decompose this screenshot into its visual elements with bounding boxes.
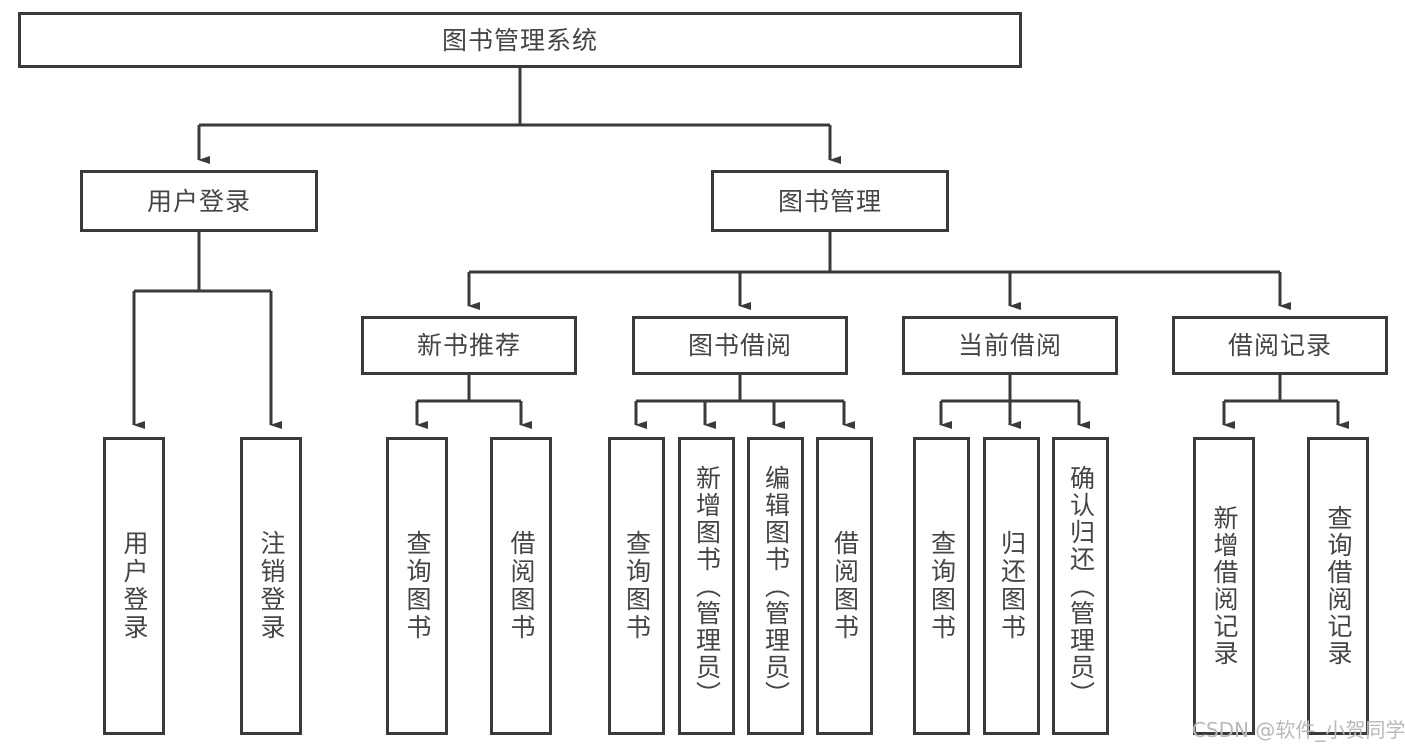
leaf-borrow-book-1-label: 借阅图书 xyxy=(507,530,536,642)
leaf-query-book-2-label: 查询图书 xyxy=(622,530,652,642)
leaf-query-book-1-label: 查询图书 xyxy=(403,530,432,642)
leaf-edit-book[interactable]: 编辑图书（管理员） xyxy=(747,437,804,735)
csdn-watermark: CSDN @软件_小贺同学 xyxy=(1192,718,1405,742)
leaf-edit-book-label: 编辑图书（管理员） xyxy=(761,464,791,708)
node-current-borrow-label: 当前借阅 xyxy=(957,331,1062,360)
leaf-user-login-label: 用户登录 xyxy=(120,530,149,642)
leaf-borrow-book-2[interactable]: 借阅图书 xyxy=(816,437,873,735)
leaf-borrow-book-2-label: 借阅图书 xyxy=(830,530,860,642)
leaf-user-logout-label: 注销登录 xyxy=(257,530,286,642)
leaf-query-book-2[interactable]: 查询图书 xyxy=(608,437,665,735)
node-book-borrow-label: 图书借阅 xyxy=(687,331,792,360)
leaf-query-book-3-label: 查询图书 xyxy=(927,530,957,642)
leaf-add-record-label: 新增借阅记录 xyxy=(1210,505,1239,667)
node-root-label: 图书管理系统 xyxy=(441,25,598,55)
leaf-query-record-label: 查询借阅记录 xyxy=(1324,505,1353,667)
leaf-user-login[interactable]: 用户登录 xyxy=(103,437,165,735)
leaf-borrow-book-1[interactable]: 借阅图书 xyxy=(490,437,552,735)
leaf-add-book[interactable]: 新增图书（管理员） xyxy=(678,437,735,735)
node-new-book-recommend[interactable]: 新书推荐 xyxy=(361,316,577,375)
leaf-confirm-return-label: 确认归还（管理员） xyxy=(1066,464,1096,708)
leaf-user-logout[interactable]: 注销登录 xyxy=(240,437,302,735)
node-book-management-label: 图书管理 xyxy=(777,186,882,216)
leaf-query-book-1[interactable]: 查询图书 xyxy=(386,437,448,735)
node-book-management[interactable]: 图书管理 xyxy=(711,170,949,232)
node-user-login[interactable]: 用户登录 xyxy=(80,170,318,232)
node-new-book-recommend-label: 新书推荐 xyxy=(416,331,521,360)
leaf-return-book[interactable]: 归还图书 xyxy=(983,437,1040,735)
leaf-return-book-label: 归还图书 xyxy=(997,530,1027,642)
node-borrow-record-label: 借阅记录 xyxy=(1227,331,1332,360)
node-current-borrow[interactable]: 当前借阅 xyxy=(902,316,1118,375)
node-user-login-label: 用户登录 xyxy=(146,186,251,216)
leaf-confirm-return[interactable]: 确认归还（管理员） xyxy=(1052,437,1109,735)
node-root[interactable]: 图书管理系统 xyxy=(18,12,1022,68)
leaf-add-book-label: 新增图书（管理员） xyxy=(692,464,722,708)
leaf-add-record[interactable]: 新增借阅记录 xyxy=(1193,437,1255,735)
node-borrow-record[interactable]: 借阅记录 xyxy=(1172,316,1388,375)
leaf-query-record[interactable]: 查询借阅记录 xyxy=(1307,437,1369,735)
leaf-query-book-3[interactable]: 查询图书 xyxy=(913,437,970,735)
node-book-borrow[interactable]: 图书借阅 xyxy=(632,316,848,375)
